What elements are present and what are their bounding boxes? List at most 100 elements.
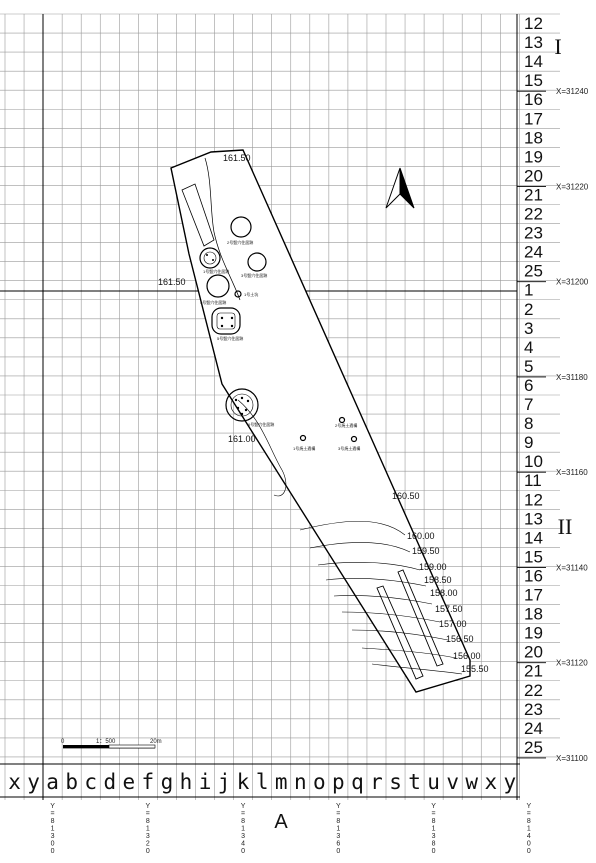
- x-coordinate-label: X=31240: [556, 87, 589, 96]
- pit-1: [234, 290, 242, 298]
- x-coordinate-label: X=31220: [556, 182, 589, 191]
- grid-row-label: 18: [524, 605, 543, 624]
- grid-row-label: 18: [524, 128, 543, 147]
- contour-label: 160.50: [392, 491, 420, 501]
- grid-column-label: g: [161, 770, 174, 794]
- feature-label: 6号竪穴住居跡: [248, 421, 274, 427]
- grid-row-label: 15: [524, 547, 543, 566]
- grid-row-label: 7: [524, 395, 533, 414]
- grid-column-label: x: [8, 770, 21, 794]
- grid-row-label: 23: [524, 224, 543, 243]
- grid-column-label: n: [294, 770, 307, 794]
- pit-houses: [199, 216, 358, 443]
- grid-column-label: r: [370, 770, 383, 794]
- contour-label: 158.00: [430, 588, 458, 598]
- grid-row-label: 22: [524, 205, 543, 224]
- ditch-2: [397, 569, 444, 667]
- ditch-1: [376, 585, 424, 680]
- grid-column-label: y: [27, 770, 40, 794]
- grid-row-label: 12: [524, 14, 543, 33]
- grid-column-label: u: [427, 770, 440, 794]
- grid-row-label: 23: [524, 700, 543, 719]
- grid-column-label: b: [65, 770, 78, 794]
- feature-label: 1号土坑: [244, 291, 258, 297]
- grid-row-label: 12: [524, 490, 543, 509]
- x-coordinate-label: X=31100: [556, 754, 588, 763]
- grid-row-label: 17: [524, 586, 543, 605]
- excavation-area: [170, 149, 471, 693]
- x-coordinate-label: X=31180: [556, 373, 588, 382]
- contour-label: 157.00: [439, 619, 467, 629]
- grid-row-label: 6: [524, 376, 533, 395]
- contour-label: 158.50: [424, 575, 452, 585]
- pit-house-2: [230, 216, 252, 238]
- grid-row-label: 2: [524, 300, 533, 319]
- grid-column-label: y: [503, 770, 516, 794]
- feature-label: 2号焼土遺構: [335, 422, 357, 428]
- grid-row-label: 21: [524, 185, 543, 204]
- grid-row-label: 19: [524, 624, 543, 643]
- grid-row-label: 14: [524, 52, 543, 71]
- grid-column-label: h: [180, 770, 193, 794]
- section-label-bottom: A: [274, 811, 288, 833]
- grid-row-label: 17: [524, 109, 543, 128]
- x-coordinate-label: X=31120: [556, 659, 588, 668]
- grid-row-label: 20: [524, 166, 543, 185]
- grid-row-label: 13: [524, 33, 543, 52]
- grid-column-label: l: [256, 770, 269, 794]
- grid-row-label: 24: [524, 719, 543, 738]
- feature-label: 3号竪穴住居跡: [241, 272, 267, 278]
- grid-column-label: f: [142, 770, 155, 794]
- grid-row-label: 16: [524, 566, 543, 585]
- pit-house-3: [247, 252, 267, 272]
- inner-terrain-edge: [204, 157, 241, 301]
- scale-ratio: 1：500: [96, 739, 116, 745]
- contour-label: 161.00: [228, 434, 256, 444]
- grid-row-label: 20: [524, 643, 543, 662]
- grid-row-label: 3: [524, 319, 533, 338]
- grid-column-label: x: [484, 770, 497, 794]
- grid-row-label: 4: [524, 338, 533, 357]
- pit-house-4: [206, 274, 230, 298]
- grid-column-label: s: [389, 770, 402, 794]
- section-label-upper: I: [554, 34, 561, 59]
- grid-column-label: a: [46, 770, 59, 794]
- feature-label: 4号竪穴住居跡: [200, 299, 226, 305]
- feature-labels: 1号竪穴住居跡2号竪穴住居跡3号竪穴住居跡4号竪穴住居跡5号竪穴住居跡6号竪穴住…: [200, 239, 360, 451]
- scale-end: 20m: [150, 739, 162, 745]
- contour-label: 159.00: [419, 562, 447, 572]
- grid-column-label: j: [218, 770, 231, 794]
- scale-bar: 0 1：500 20m: [61, 739, 162, 749]
- grid-row-label: 25: [524, 262, 543, 281]
- grid-row-label: 25: [524, 738, 543, 757]
- north-arrow-icon: [385, 167, 415, 209]
- terrain-edge-lower: [237, 399, 287, 497]
- grid-column-label: e: [122, 770, 135, 794]
- pit-house-5: [211, 307, 241, 335]
- contour-label: 156.50: [446, 634, 474, 644]
- grid-row-label: 5: [524, 357, 533, 376]
- grid-row-label: 14: [524, 528, 543, 547]
- scale-start: 0: [61, 739, 65, 745]
- grid-row-label: 9: [524, 433, 533, 452]
- trench-strip: [181, 183, 215, 247]
- pit-house-1: [199, 247, 221, 269]
- grid-column-label: k: [237, 770, 250, 794]
- x-coordinate-label: X=31140: [556, 563, 588, 572]
- grid-column-label: t: [408, 770, 421, 794]
- grid-row-label: 21: [524, 662, 543, 681]
- grid-column-label: p: [332, 770, 345, 794]
- grid-row-label: 22: [524, 681, 543, 700]
- feature-label: 2号竪穴住居跡: [227, 239, 253, 245]
- contour-label: 157.50: [435, 604, 463, 614]
- grid-row-label: 10: [524, 452, 543, 471]
- grid-column-label: c: [84, 770, 97, 794]
